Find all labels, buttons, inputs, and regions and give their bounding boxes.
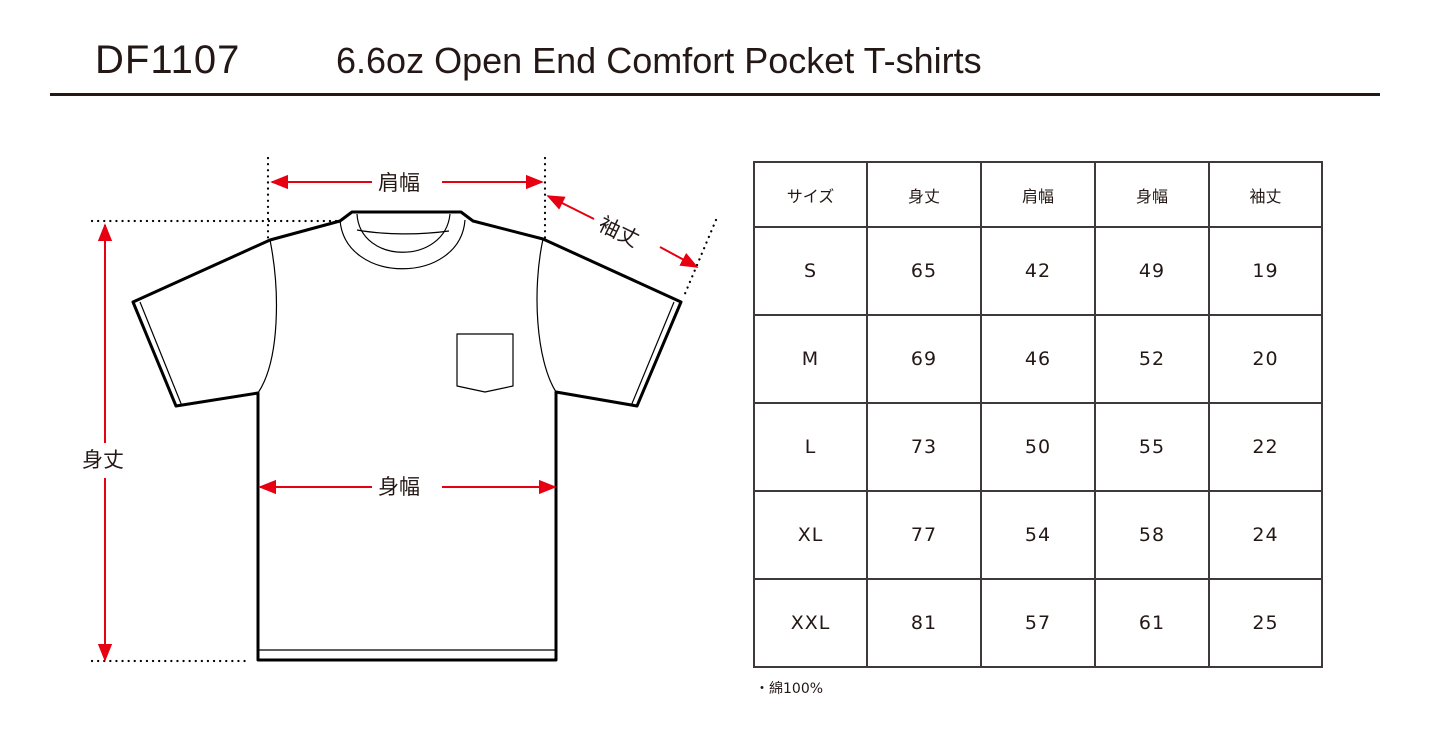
cell-sleeve-length: 19 xyxy=(1208,226,1323,316)
header-size: サイズ xyxy=(753,161,868,228)
cell-sleeve-length: 22 xyxy=(1208,402,1323,492)
header-body-length: 身丈 xyxy=(866,161,982,228)
cell-shoulder-width: 54 xyxy=(980,490,1096,580)
cell-body-width: 55 xyxy=(1094,402,1210,492)
size-chart-table: サイズ 身丈 肩幅 身幅 袖丈 S 65 42 49 19 M 69 46 52… xyxy=(753,161,1323,668)
cell-body-length: 77 xyxy=(866,490,982,580)
body-width-label: 身幅 xyxy=(374,475,424,499)
header-shoulder-width: 肩幅 xyxy=(980,161,1096,228)
cell-size: S xyxy=(753,226,868,316)
header-divider xyxy=(50,93,1380,96)
cell-shoulder-width: 42 xyxy=(980,226,1096,316)
cell-size: XL xyxy=(753,490,868,580)
tshirt-measurement-diagram: 肩幅 袖丈 身丈 身幅 xyxy=(70,150,750,680)
material-note: ・綿100% xyxy=(755,681,824,697)
product-title: 6.6oz Open End Comfort Pocket T-shirts xyxy=(336,40,982,81)
cell-sleeve-length: 24 xyxy=(1208,490,1323,580)
cell-body-length: 73 xyxy=(866,402,982,492)
pocket-outline-icon xyxy=(456,333,514,393)
page-header: DF1107 6.6oz Open End Comfort Pocket T-s… xyxy=(50,30,1380,98)
cell-shoulder-width: 46 xyxy=(980,314,1096,404)
header-body-width: 身幅 xyxy=(1094,161,1210,228)
header-sleeve-length: 袖丈 xyxy=(1208,161,1323,228)
cell-body-width: 61 xyxy=(1094,578,1210,668)
product-code: DF1107 xyxy=(95,38,241,82)
cell-body-length: 65 xyxy=(866,226,982,316)
dotted-guide-lines xyxy=(90,156,718,663)
cell-shoulder-width: 57 xyxy=(980,578,1096,668)
cell-size: L xyxy=(753,402,868,492)
shoulder-width-label: 肩幅 xyxy=(374,171,424,195)
table-header-row: サイズ 身丈 肩幅 身幅 袖丈 xyxy=(753,161,1323,228)
cell-body-length: 81 xyxy=(866,578,982,668)
body-length-label: 身丈 xyxy=(78,448,128,472)
table-row: L 73 50 55 22 xyxy=(753,402,1323,492)
cell-size: XXL xyxy=(753,578,868,668)
cell-body-length: 69 xyxy=(866,314,982,404)
cell-sleeve-length: 25 xyxy=(1208,578,1323,668)
cell-body-width: 52 xyxy=(1094,314,1210,404)
tshirt-outline-icon xyxy=(90,156,718,663)
table-row: M 69 46 52 20 xyxy=(753,314,1323,404)
table-row: XL 77 54 58 24 xyxy=(753,490,1323,580)
cell-body-width: 58 xyxy=(1094,490,1210,580)
measurement-arrows-icon xyxy=(97,174,699,662)
table-row: S 65 42 49 19 xyxy=(753,226,1323,316)
table-row: XXL 81 57 61 25 xyxy=(753,578,1323,668)
cell-sleeve-length: 20 xyxy=(1208,314,1323,404)
cell-body-width: 49 xyxy=(1094,226,1210,316)
cell-shoulder-width: 50 xyxy=(980,402,1096,492)
cell-size: M xyxy=(753,314,868,404)
